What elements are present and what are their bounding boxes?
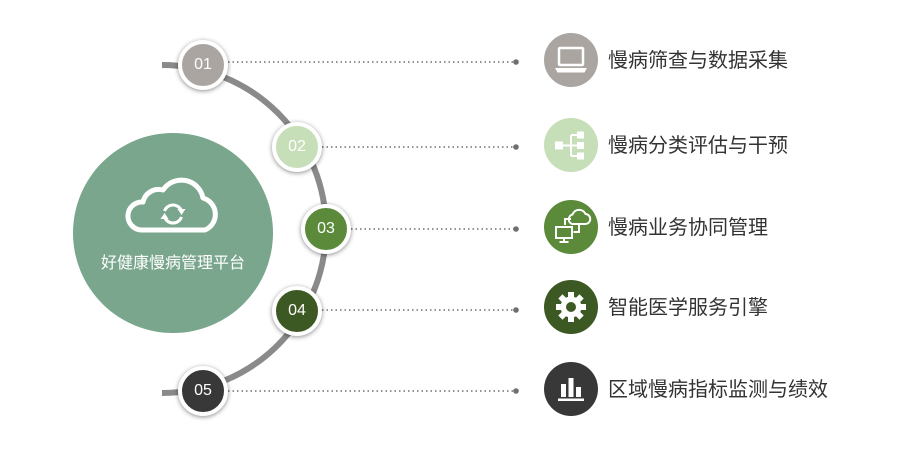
- item-icon-badge-5: [544, 362, 598, 416]
- item-icon-badge-3: [544, 200, 598, 254]
- item-label-4: 智能医学服务引擎: [608, 295, 768, 319]
- item-label-3: 慢病业务协同管理: [608, 215, 768, 239]
- item-icon-badge-1: [544, 33, 598, 87]
- step-number-2: 02: [272, 122, 322, 172]
- connector-end-dot-3: [513, 226, 519, 232]
- cloud-monitor-icon: [544, 200, 598, 254]
- connector-end-dot-1: [513, 59, 519, 65]
- hierarchy-icon: [544, 118, 598, 172]
- item-label-2: 慢病分类评估与干预: [608, 133, 788, 157]
- item-icon-badge-2: [544, 118, 598, 172]
- platform-title: 好健康慢病管理平台: [100, 253, 245, 272]
- item-label-1: 慢病筛查与数据采集: [608, 48, 788, 72]
- item-label-5: 区域慢病指标监测与绩效: [608, 377, 828, 401]
- item-icon-badge-4: [544, 280, 598, 334]
- laptop-icon: [544, 33, 598, 87]
- gear-icon: [544, 280, 598, 334]
- cloud-sync-icon: [125, 177, 218, 233]
- step-number-5: 05: [178, 366, 228, 416]
- connector-end-dot-5: [513, 388, 519, 394]
- step-number-1: 01: [178, 40, 228, 90]
- step-number-4: 04: [272, 286, 322, 336]
- bar-chart-icon: [544, 362, 598, 416]
- step-number-3: 03: [301, 204, 351, 254]
- connector-end-dot-2: [513, 144, 519, 150]
- connector-end-dot-4: [513, 307, 519, 313]
- platform-circle: 好健康慢病管理平台: [73, 133, 273, 333]
